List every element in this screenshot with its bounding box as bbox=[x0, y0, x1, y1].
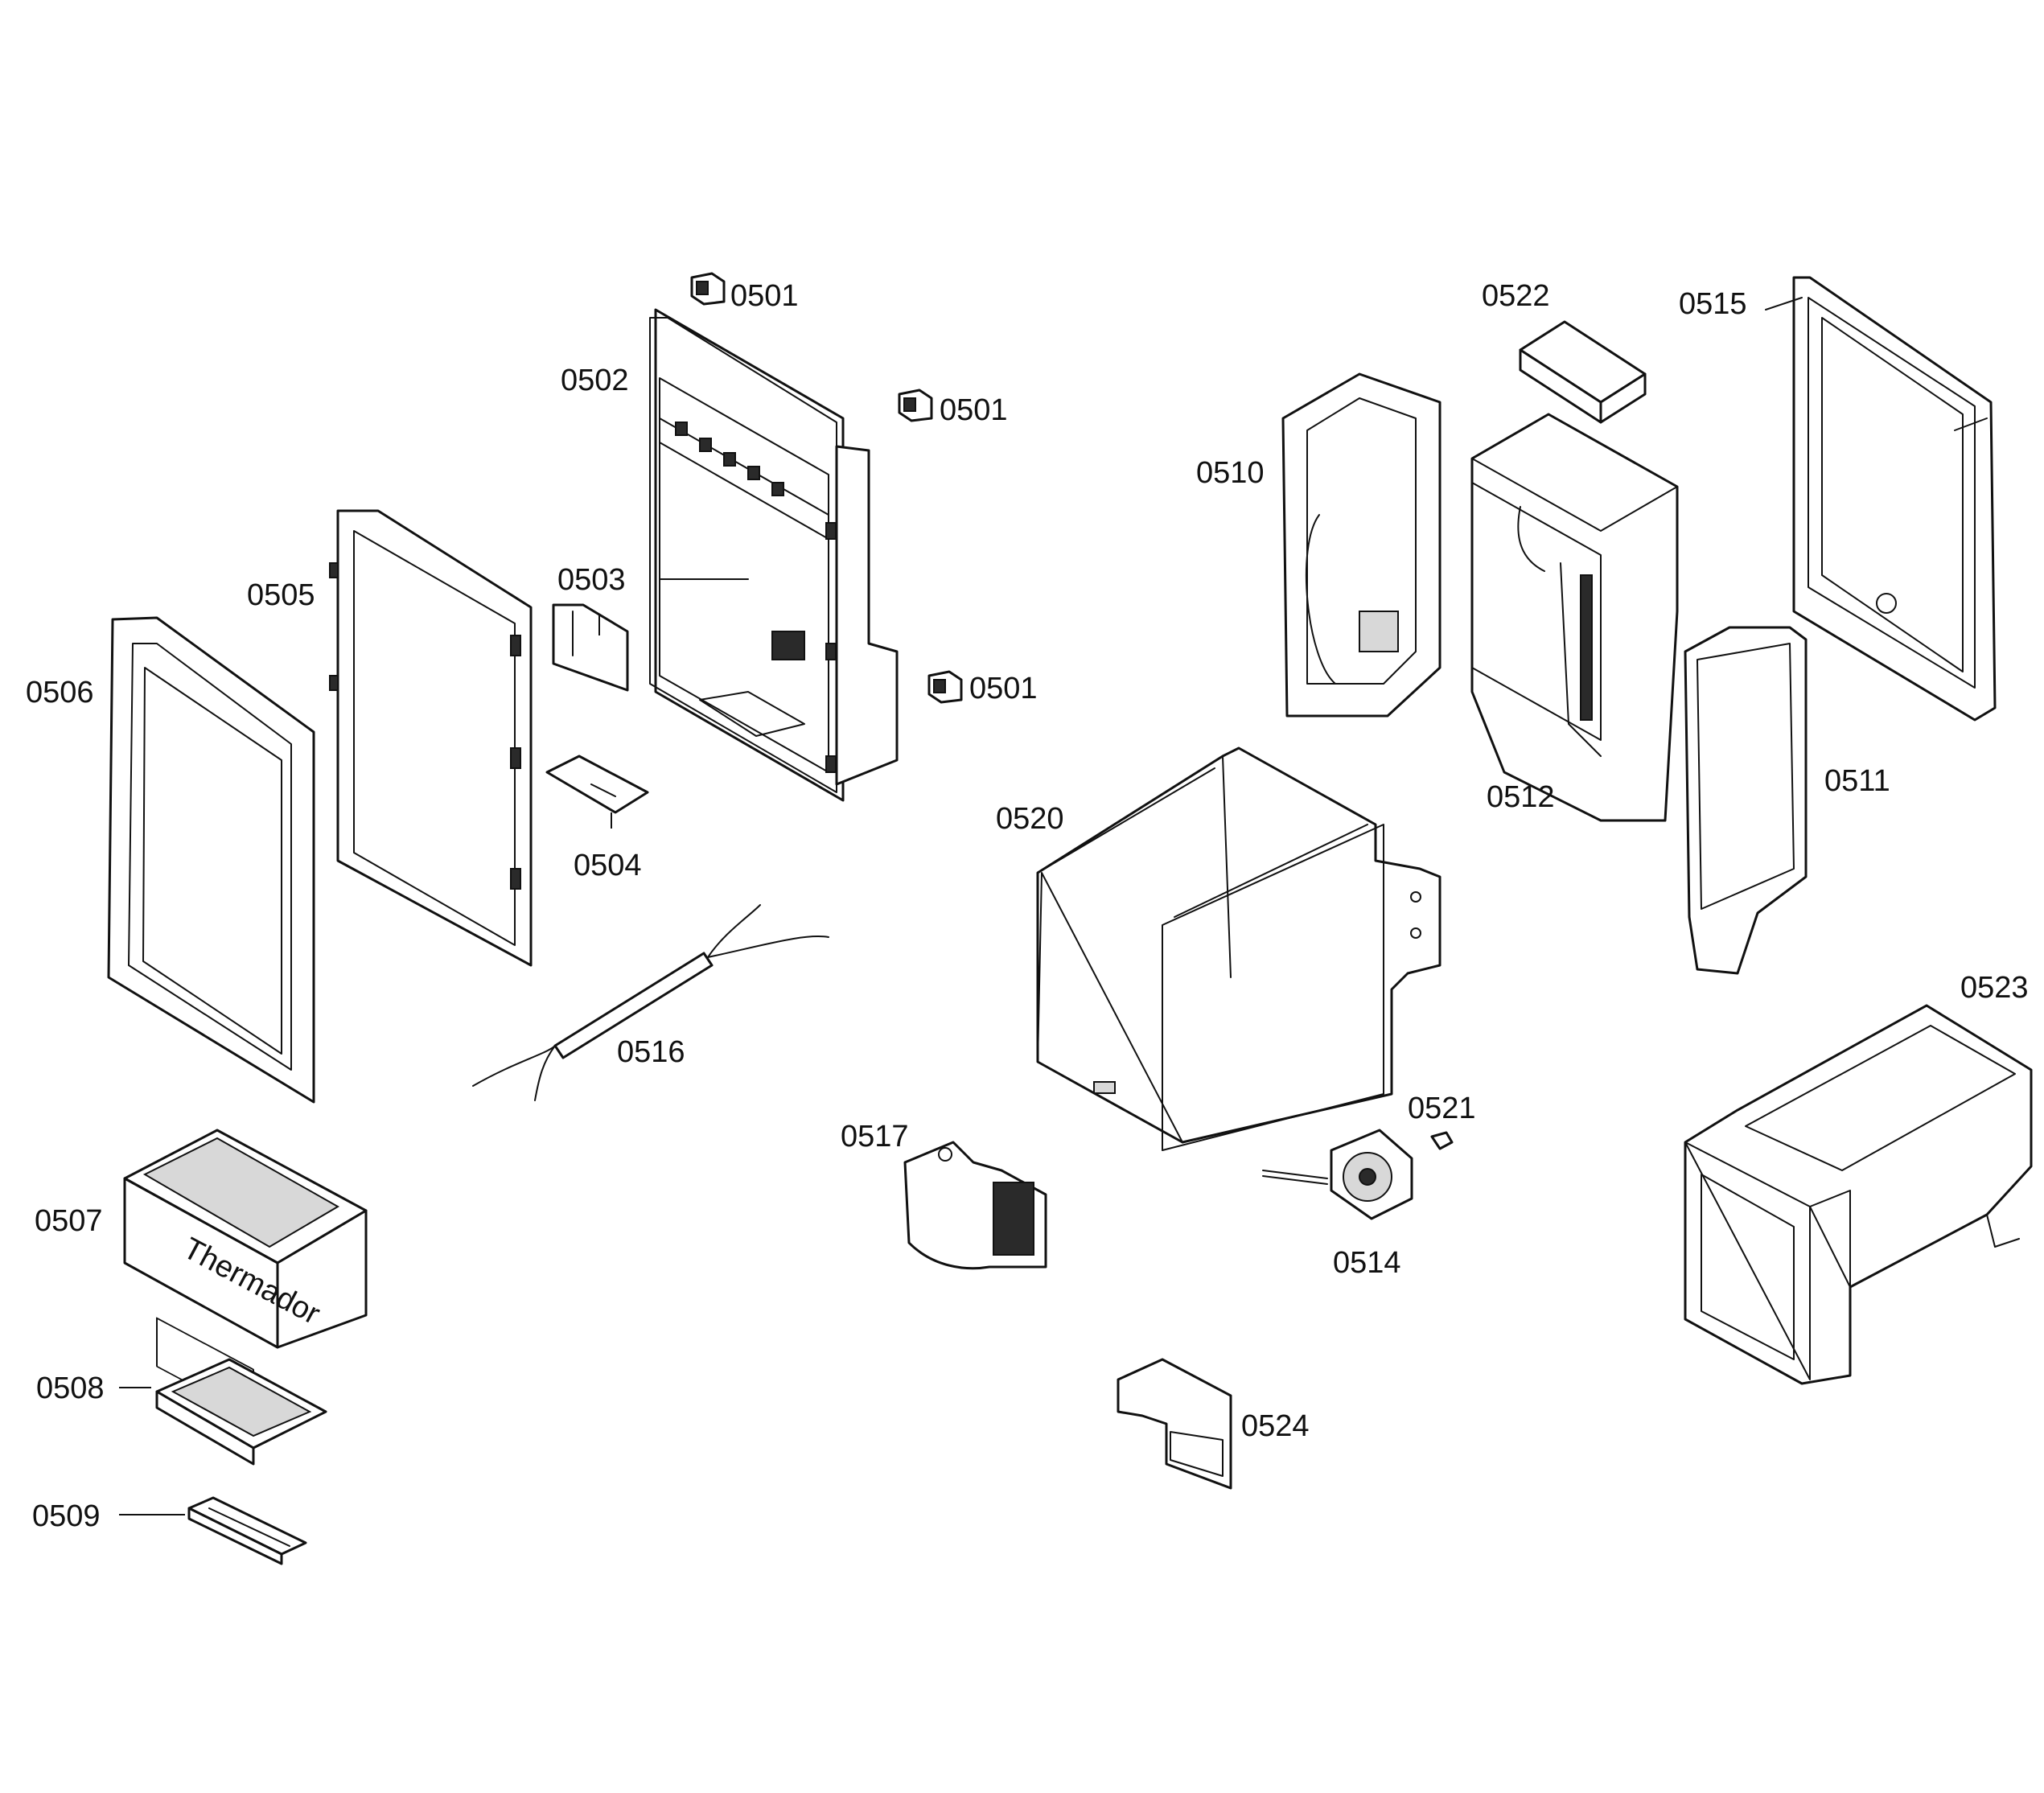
part-0501-clip bbox=[927, 670, 963, 704]
label-0512: 0512 bbox=[1487, 780, 1555, 814]
part-0510-air-duct bbox=[1281, 372, 1441, 718]
part-0502-dispenser-housing bbox=[649, 308, 899, 802]
label-0510: 0510 bbox=[1196, 456, 1265, 490]
part-0501-clip bbox=[898, 389, 933, 422]
part-0506-outer-frame bbox=[107, 616, 315, 1104]
part-0512-ice-maker-body bbox=[1470, 413, 1679, 822]
label-0506: 0506 bbox=[26, 676, 94, 709]
part-0508-drip-tray bbox=[155, 1358, 327, 1466]
part-0509-grille bbox=[187, 1496, 307, 1565]
label-0520: 0520 bbox=[996, 802, 1064, 836]
part-0514-fan bbox=[1262, 1129, 1413, 1220]
label-0501-bottom: 0501 bbox=[969, 672, 1038, 705]
label-0507: 0507 bbox=[35, 1204, 103, 1238]
part-0524-bracket bbox=[1117, 1358, 1232, 1490]
label-0501-middle: 0501 bbox=[940, 393, 1008, 427]
label-0504: 0504 bbox=[574, 849, 642, 882]
label-0503: 0503 bbox=[557, 563, 626, 597]
part-0503-plate bbox=[552, 603, 629, 692]
part-0521-screw bbox=[1430, 1131, 1454, 1150]
label-0505: 0505 bbox=[247, 578, 315, 612]
label-0517: 0517 bbox=[841, 1120, 909, 1154]
label-0515: 0515 bbox=[1679, 287, 1747, 321]
part-0516-heater-cable bbox=[472, 904, 829, 1101]
part-0520-cabinet-frame bbox=[1036, 746, 1441, 1151]
part-0507-dispenser-cover: Thermador bbox=[123, 1129, 368, 1419]
label-0501-top: 0501 bbox=[730, 279, 799, 313]
label-0502: 0502 bbox=[561, 364, 629, 397]
part-0504-plate bbox=[545, 755, 649, 814]
label-0522: 0522 bbox=[1482, 279, 1550, 313]
part-0517-auger-motor bbox=[903, 1141, 1047, 1270]
label-0516: 0516 bbox=[617, 1035, 685, 1069]
part-0522-cover-cap bbox=[1519, 320, 1647, 424]
label-0511: 0511 bbox=[1824, 764, 1890, 798]
label-0509: 0509 bbox=[32, 1499, 101, 1533]
part-0523-ice-bucket bbox=[1684, 1004, 2033, 1385]
part-0505-inner-frame bbox=[329, 509, 533, 967]
label-0514: 0514 bbox=[1333, 1246, 1401, 1280]
label-0521: 0521 bbox=[1408, 1092, 1476, 1125]
label-0523: 0523 bbox=[1960, 971, 2029, 1005]
part-0511-side-panel bbox=[1684, 626, 1808, 975]
part-0515-door-frame bbox=[1765, 276, 1997, 722]
label-0524: 0524 bbox=[1241, 1409, 1310, 1443]
part-0501-clip bbox=[690, 272, 726, 306]
label-0508: 0508 bbox=[36, 1371, 105, 1405]
